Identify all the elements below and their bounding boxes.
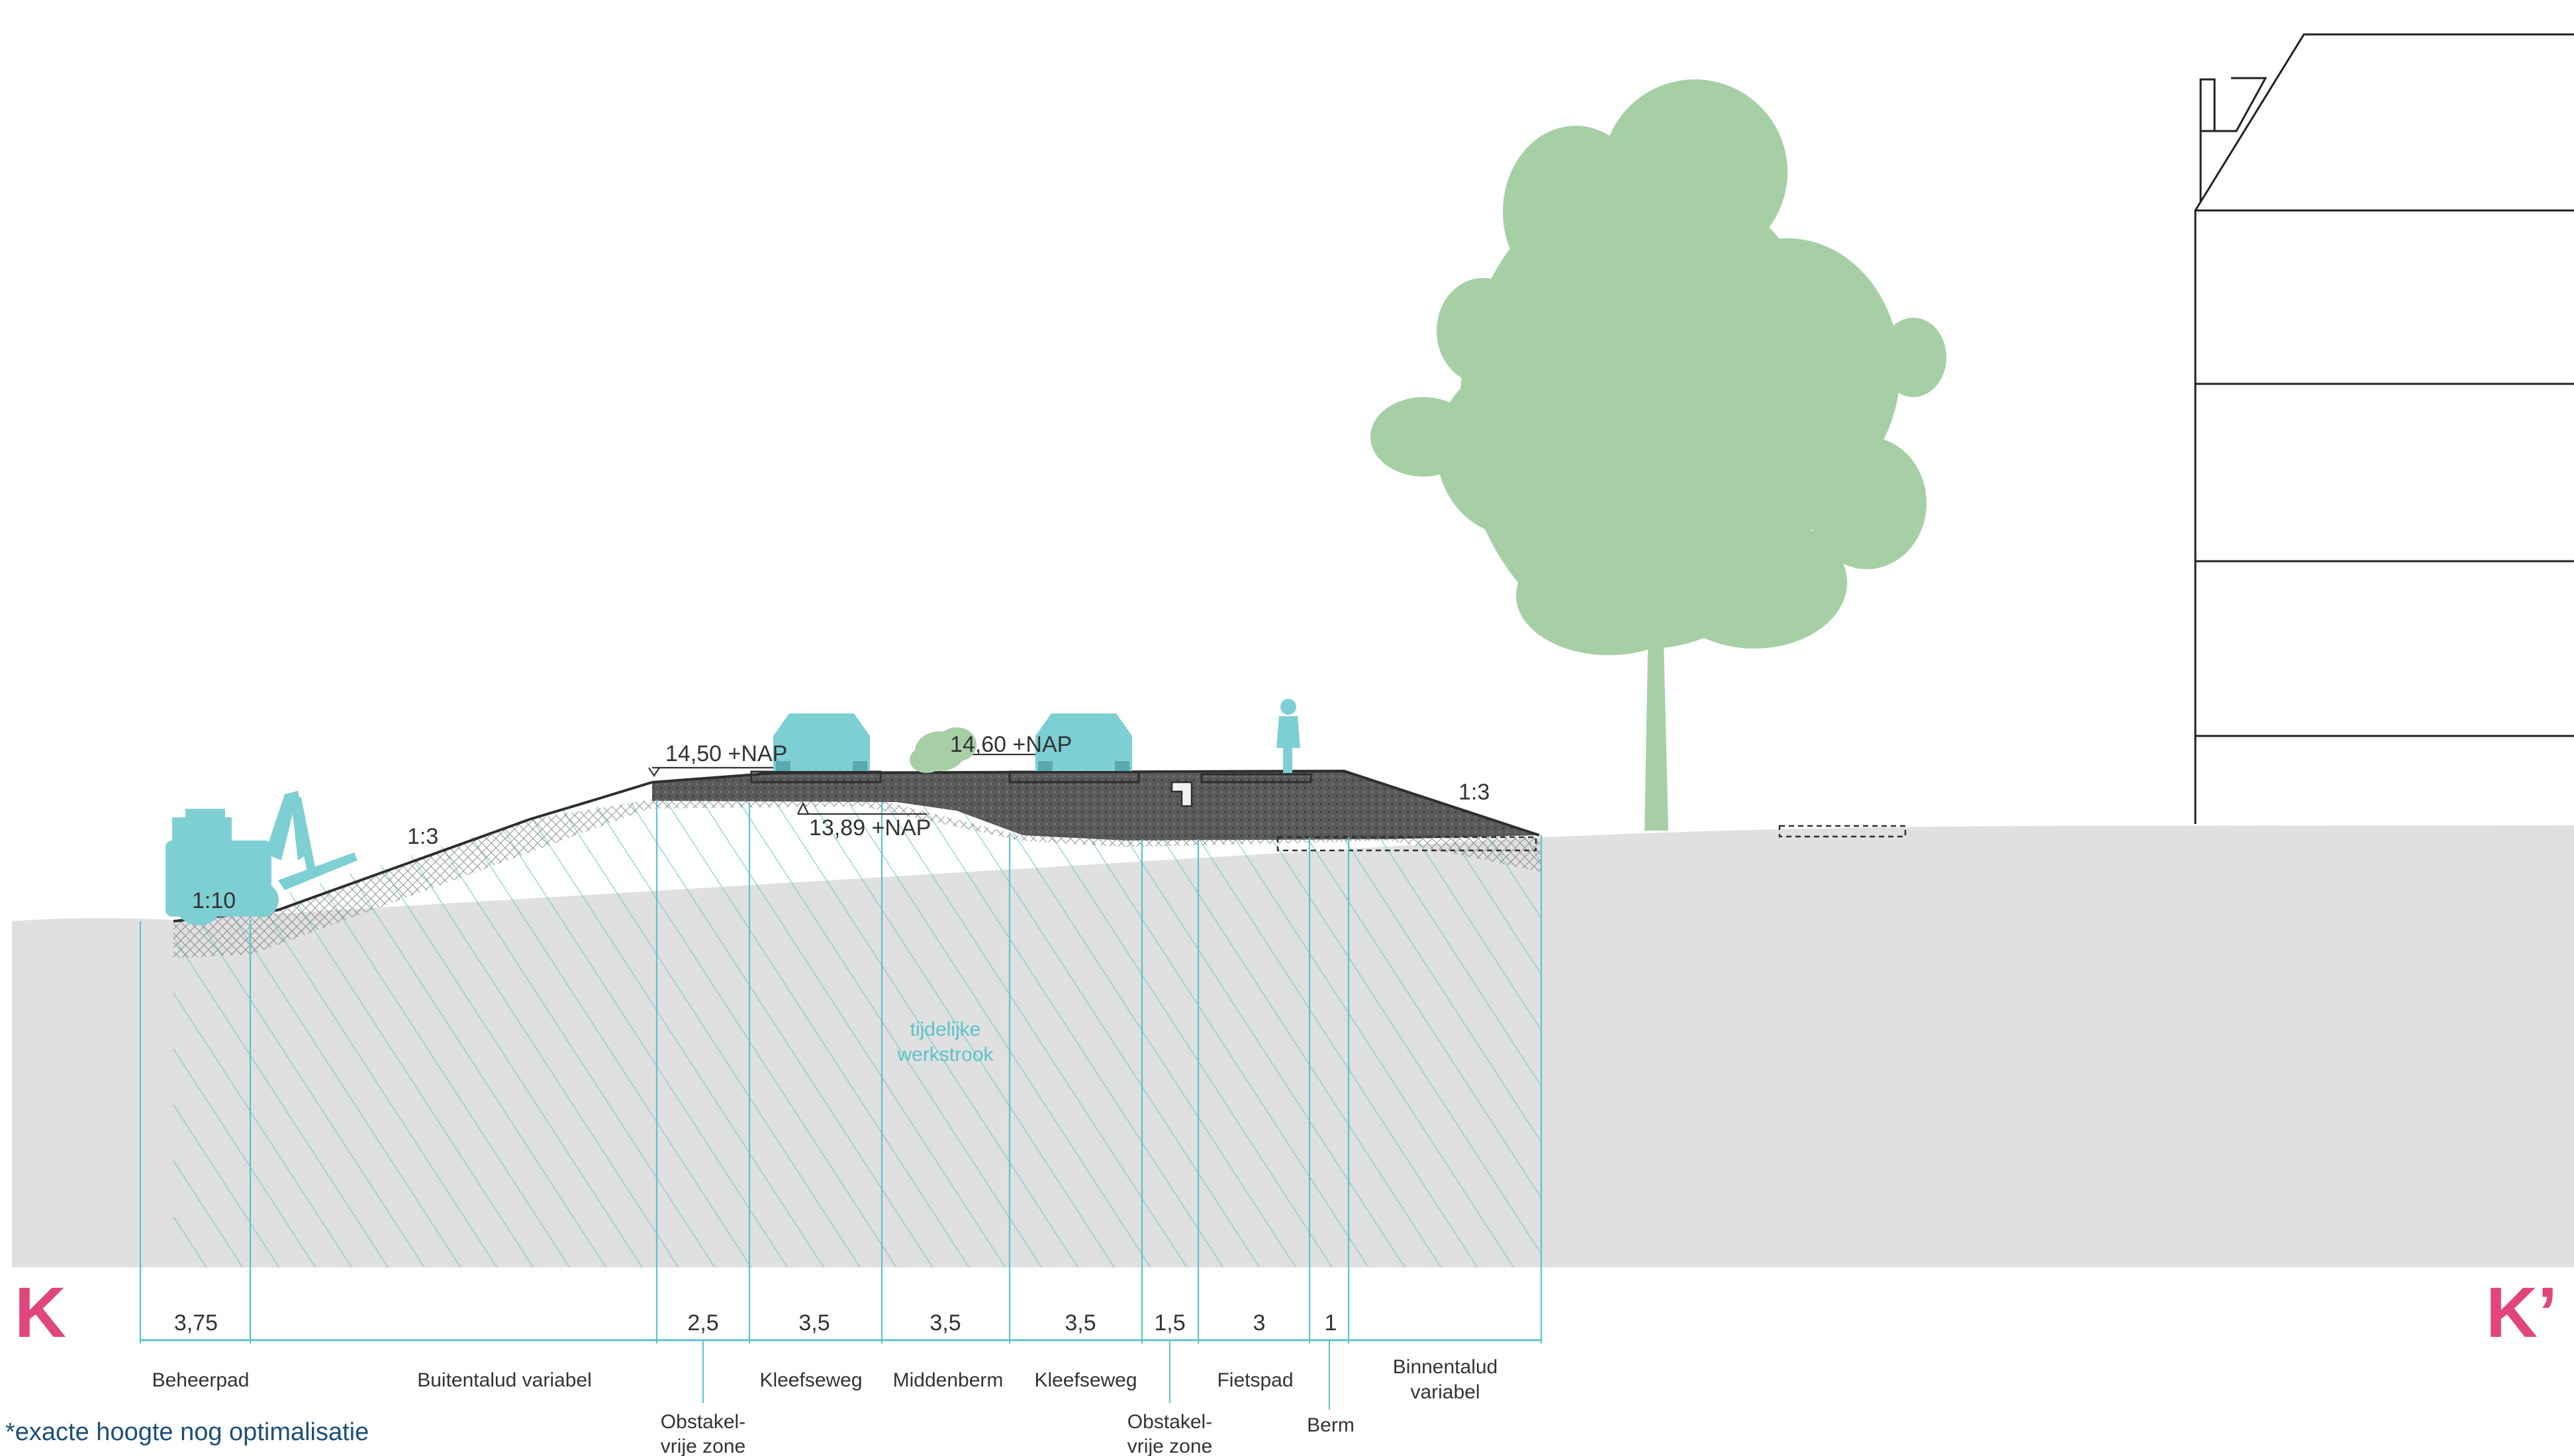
curb-element	[1170, 781, 1193, 807]
dim-fietspad: 3	[1253, 1310, 1266, 1336]
dim-middenberm: 3,5	[930, 1310, 961, 1336]
dim-berm: 1	[1325, 1310, 1337, 1336]
car-icon	[1035, 713, 1132, 771]
bike-slab	[1200, 773, 1312, 784]
slope-outer-low: 1:10	[192, 888, 236, 913]
zone-obstakel-2-line2: vrije zone	[1127, 1435, 1212, 1456]
zone-lines	[139, 799, 1543, 1343]
dim-beheerpad: 3,75	[174, 1310, 218, 1336]
cyclist-icon	[1276, 699, 1300, 773]
tree-icon	[1370, 79, 1946, 831]
zone-obstakel-2-line1: Obstakel-	[1127, 1411, 1212, 1433]
zone-fietspad: Fietspad	[1217, 1369, 1293, 1391]
building-icon	[2194, 33, 2574, 824]
zone-middenberm: Middenberm	[893, 1369, 1004, 1391]
excavator-icon	[166, 791, 358, 925]
dim-kleefseweg-2: 3,5	[1065, 1310, 1096, 1336]
car-icon	[773, 713, 870, 771]
road-slab-left	[750, 770, 882, 784]
elevation-under-road: 13,89 +NAP	[809, 815, 931, 841]
dim-obstakel-1: 2,5	[687, 1310, 718, 1336]
cable-trench-2	[1778, 825, 1907, 838]
shrub-icon	[910, 727, 977, 773]
road-surface	[652, 771, 1539, 841]
zone-obstakel-1-line1: Obstakel-	[661, 1411, 745, 1433]
cable-trench-1	[1276, 836, 1537, 852]
zone-obstakel-1-line2: vrije zone	[661, 1435, 745, 1456]
road-slab-right	[1008, 770, 1140, 784]
slope-inner: 1:3	[1458, 780, 1490, 805]
zone-buitentalud: Buitentalud variabel	[417, 1369, 592, 1391]
work-strip-label-2: werkstrook	[896, 1044, 994, 1066]
work-strip-hatch	[173, 799, 1541, 1267]
footnote: *exacte hoogte nog optimalisatie	[5, 1418, 369, 1446]
work-strip-label-1: tijdelijke	[910, 1019, 981, 1040]
dim-obstakel-2: 1,5	[1154, 1310, 1185, 1336]
zone-binnentalud-line1: Binnentalud	[1393, 1356, 1498, 1378]
zone-beheerpad: Beheerpad	[152, 1369, 250, 1391]
zone-binnentalud-line2: variabel	[1410, 1381, 1480, 1403]
section-end-label: K’	[2486, 1272, 2557, 1352]
zone-kleefseweg-1: Kleefseweg	[759, 1369, 862, 1391]
elevation-road-top: 14,60 +NAP	[950, 732, 1072, 757]
elevation-outer-crest: 14,50 +NAP	[665, 741, 787, 766]
dim-kleefseweg-1: 3,5	[798, 1310, 830, 1336]
zone-berm: Berm	[1307, 1414, 1355, 1436]
zone-kleefseweg-2: Kleefseweg	[1034, 1369, 1137, 1391]
section-start-label: K	[15, 1272, 66, 1352]
slope-outer-high: 1:3	[407, 824, 438, 849]
